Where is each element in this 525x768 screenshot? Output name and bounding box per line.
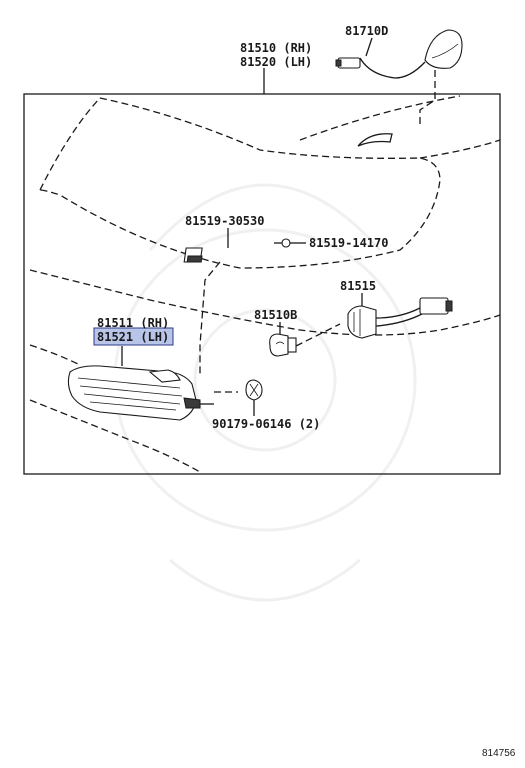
assembly-line-clip (199, 261, 221, 375)
clip-90179-06146 (245, 379, 263, 401)
label-lamp-lh[interactable]: 81521 (LH) (97, 330, 169, 344)
label-socket[interactable]: 81515 (340, 279, 376, 293)
label-screw-side[interactable]: 81519-14170 (309, 236, 388, 250)
label-clip[interactable]: 90179-06146 (2) (212, 417, 320, 431)
label-sensor[interactable]: 81710D (345, 24, 388, 38)
label-headlamp-lh[interactable]: 81520 (LH) (240, 55, 312, 69)
vehicle-body-outline (29, 95, 501, 473)
selected-part-highlight[interactable] (93, 327, 174, 346)
label-bulb[interactable]: 81510B (254, 308, 297, 322)
socket-81515 (347, 297, 453, 339)
sensor-81710d (335, 29, 463, 125)
label-screw-upper[interactable]: 81519-30530 (185, 214, 264, 228)
leader-sensor (365, 37, 373, 57)
bulb-81510b (269, 333, 297, 357)
reference-code: 814756 (482, 748, 516, 759)
diagram-frame (23, 93, 501, 475)
label-lamp-rh[interactable]: 81511 (RH) (97, 316, 169, 330)
clip-81519-30530 (183, 247, 203, 263)
label-headlamp-rh[interactable]: 81510 (RH) (240, 41, 312, 55)
body-vent (357, 133, 393, 147)
screw-81519-14170 (274, 238, 306, 248)
assembly-line-socket (295, 323, 341, 347)
side-marker-lamp (67, 365, 214, 421)
